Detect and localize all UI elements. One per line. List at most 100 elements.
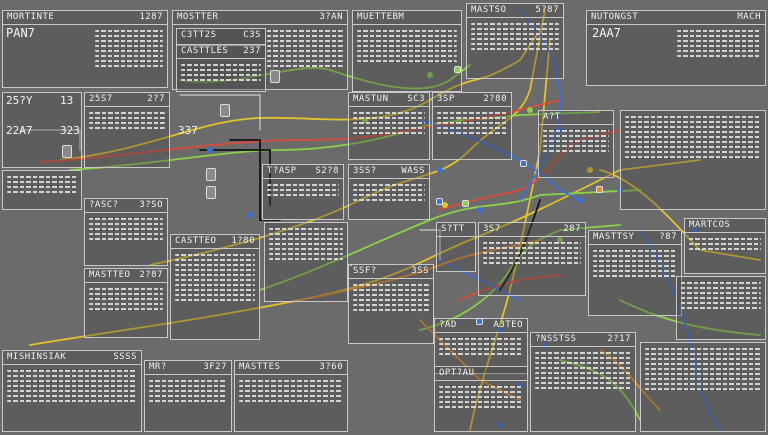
panel-title: MASTSO [471,5,507,15]
device-icon [270,70,280,83]
wire-green [619,299,761,336]
panel-title: OPT?AU [439,368,475,378]
panel-c3tt2s: C3TT2S C3S [176,28,266,46]
panel-masttea: MASTTEO 2?87 [84,268,168,338]
panel-number: 3F27 [203,362,227,372]
panel-title: MASTUN [353,94,389,104]
panel-title: MORTINTE [7,12,55,22]
panel-mr: MR?3F27 [144,360,232,432]
panel-number: 287 [563,224,581,234]
wire-green [259,189,641,291]
panel-number: 2?17 [607,334,631,344]
panel-title: MASTTSY [593,232,635,242]
panel-number: 2?87 [139,270,163,280]
device-icon [62,145,72,158]
panel-number: SC3 [407,94,425,104]
connector-node [557,237,563,243]
panel-title: 25S7 [89,94,113,104]
panel-title: NUTONGST [591,12,639,22]
wire-yellow [29,159,701,346]
panel-3ss: 3SS?WASS [348,164,430,220]
wire-yellow [149,9,546,266]
panel-number: S2?8 [315,166,339,176]
panel-number: 3SS [411,266,429,276]
wire-white [419,229,441,261]
connector-block [476,318,483,325]
panel-number: 237 [243,46,261,56]
panel-title: MOSTTER [177,12,219,22]
panel-title: S?TT [441,224,465,234]
connector-node [577,197,583,203]
connector-block [596,186,603,193]
wire-blue [519,9,561,201]
connector-node [427,72,433,78]
label-pan7: PAN7 [6,26,35,40]
panel-title: A?T [543,112,561,122]
panel-number: 2?7 [147,94,165,104]
connector-node [692,227,698,233]
connector-node [247,212,253,218]
panel-number: C3S [243,30,261,40]
panel-number: 1?80 [231,236,255,246]
panel-left-mid [2,170,82,210]
connector-block [520,160,527,167]
device-icon [206,168,216,181]
wire-yellow [59,29,541,161]
panel-number: 3?SO [139,200,163,210]
connector-node [442,202,448,208]
device-icon [206,186,216,199]
connector-node [437,167,443,173]
panel-muettebm: MUETTEBM [352,10,462,92]
panel-number: A3TEO [493,320,523,330]
panel-title: ?ASC? [89,200,119,210]
wire-black [229,139,281,221]
panel-bottom-right [640,342,766,432]
label-337: 337 [178,124,198,137]
panel-2587: 25S7 2?7 [84,92,170,168]
panel-title: T?ASP [267,166,297,176]
device-icon [220,104,230,117]
wire-blue [419,119,581,201]
label-25y: 25?Y [6,94,33,107]
panel-title: 3SS? [353,166,377,176]
panel-ssf: SSF? 3SS [348,264,434,344]
wire-black [499,199,541,291]
connector-node [497,422,503,428]
panel-right-mid [620,110,766,210]
label-2aa7: 2AA7 [592,26,621,40]
wire-yellow [469,39,551,431]
wire-white [179,94,261,131]
wire-white [19,129,81,151]
panel-optau: OPT?AU [434,366,528,432]
label-13: 13 [60,94,74,107]
panel-number: 3?60 [319,362,343,372]
panel-mastso: MASTSO 5?87 [466,3,564,79]
panel-number: 3?AN [319,12,343,22]
panel-title: CASTTLES [181,46,229,56]
connector-node [497,327,503,333]
panel-sst: S?TT [436,222,476,272]
panel-title: SSF? [353,266,377,276]
panel-title: MASTTEO [89,270,131,280]
panel-stt [264,222,348,302]
panel-right-lower [676,276,766,340]
panel-title: ?NSSTSS [535,334,577,344]
panel-casttles: CASTTLES 237 [176,44,266,92]
panel-number: ?87 [659,232,677,242]
label-323: 323 [60,124,80,137]
panel-title: C3TT2S [181,30,217,40]
connector-block [454,66,461,73]
connector-block [462,200,469,207]
panel-tasp: T?ASP S2?8 [262,164,344,220]
panel-number: 5?87 [535,5,559,15]
panel-ss7 [350,264,352,266]
wire-yellow [599,169,761,261]
panel-title: CASTTEO [175,236,217,246]
panel-title: MUETTEBM [357,12,405,22]
